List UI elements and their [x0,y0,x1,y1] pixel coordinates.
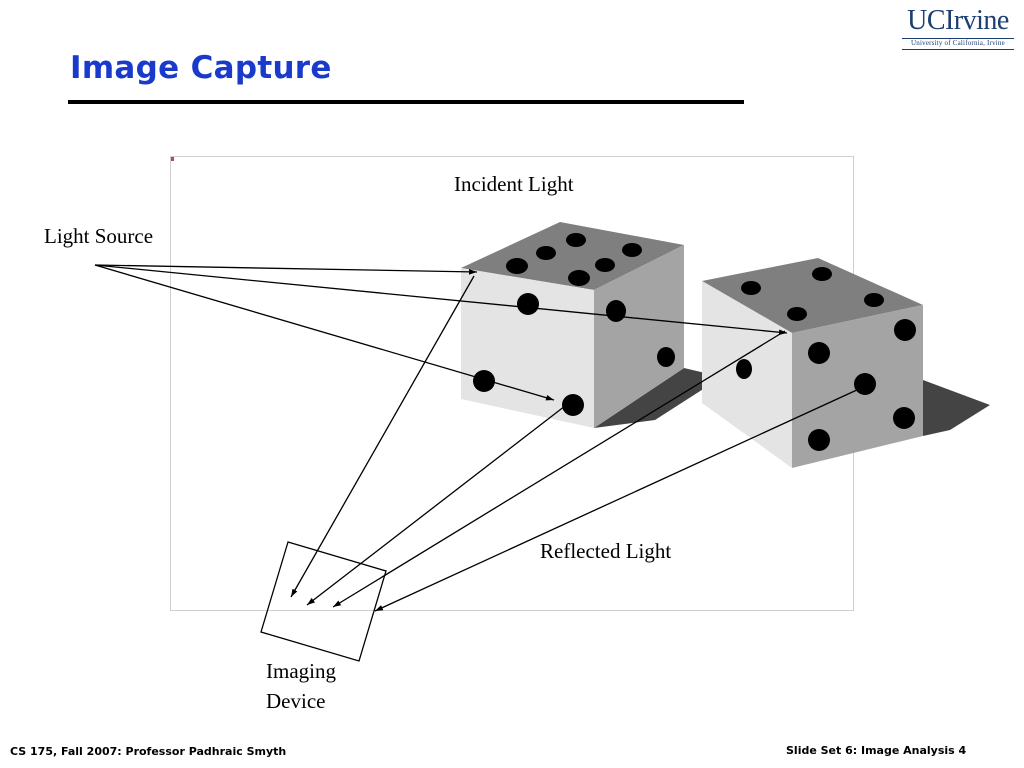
footer-course-info: CS 175, Fall 2007: Professor Padhraic Sm… [10,745,287,758]
pip [854,373,876,395]
reflected-ray-1 [290,275,475,598]
pip [473,370,495,392]
light-source-label: Light Source [44,224,153,248]
pip [864,293,884,307]
pip [606,300,626,322]
pip [517,293,539,315]
imaging-device-box [260,541,387,662]
pip [562,394,584,416]
die-right-top-face [702,258,923,333]
die-right [702,258,990,468]
imaging-device-label-line1: Imaging [266,659,336,683]
pip [808,342,830,364]
incident-light-label: Incident Light [454,172,574,196]
footer-slide-number: Slide Set 6: Image Analysis 4 [786,744,967,757]
reflected-ray-2 [306,405,566,606]
die-right-pips [736,267,916,451]
logo-rule [902,38,1014,39]
pip [893,407,915,429]
incident-light-rays [94,264,788,401]
pip [736,359,752,379]
pip [566,233,586,247]
die-left-front-face [461,268,594,428]
die-left [461,222,722,428]
reflected-light-rays [290,275,860,612]
logo-subtitle: University of California, Irvine [911,39,1005,47]
incident-ray-3 [94,264,555,401]
pip [506,258,528,274]
picture-frame-marker [171,157,174,161]
reflected-light-label: Reflected Light [540,539,671,563]
reflected-ray-4 [374,388,860,612]
logo-wordmark: UCIrvine [907,5,1009,36]
uc-irvine-logo: UCIrvine University of California, Irvin… [902,6,1014,50]
pip [894,319,916,341]
imaging-device-label-line2: Device [266,689,325,713]
pip [536,246,556,260]
incident-ray-1 [94,264,478,275]
pip [787,307,807,321]
slide-title: Image Capture [70,50,332,86]
pip [657,347,675,367]
pip [812,267,832,281]
die-left-side-face [594,245,684,428]
die-left-shadow [594,368,722,428]
pip [808,429,830,451]
pip [741,281,761,295]
incident-ray-2 [94,264,788,336]
pip [568,270,590,286]
pip [622,243,642,257]
reflected-ray-3 [332,330,786,608]
die-right-shadow [923,380,990,436]
pip [595,258,615,272]
logo-rule-bottom [902,49,1014,50]
title-underline [68,100,744,104]
